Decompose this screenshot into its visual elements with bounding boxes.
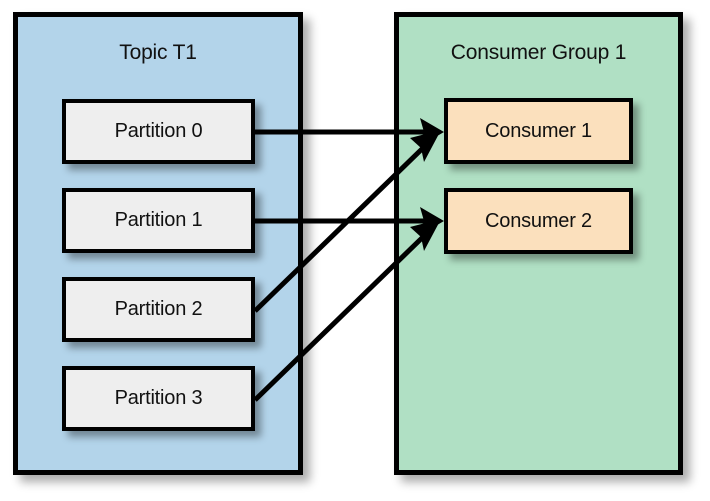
partition-box-1[interactable]: Partition 1 xyxy=(62,188,255,253)
partition-box-2[interactable]: Partition 2 xyxy=(62,277,255,342)
consumer-box-2[interactable]: Consumer 2 xyxy=(444,188,633,254)
partition-box-0[interactable]: Partition 0 xyxy=(62,99,255,164)
consumer-group-panel-title: Consumer Group 1 xyxy=(450,41,627,64)
partition-label-0: Partition 0 xyxy=(114,120,203,142)
topic-panel-title: Topic T1 xyxy=(119,41,197,64)
partition-label-1: Partition 1 xyxy=(114,209,203,231)
consumer-label-2: Consumer 2 xyxy=(485,209,592,232)
consumer-label-1: Consumer 1 xyxy=(485,119,592,142)
partition-label-3: Partition 3 xyxy=(114,387,203,409)
partition-label-2: Partition 2 xyxy=(114,298,203,320)
partition-box-3[interactable]: Partition 3 xyxy=(62,366,255,431)
consumer-box-1[interactable]: Consumer 1 xyxy=(444,98,633,164)
